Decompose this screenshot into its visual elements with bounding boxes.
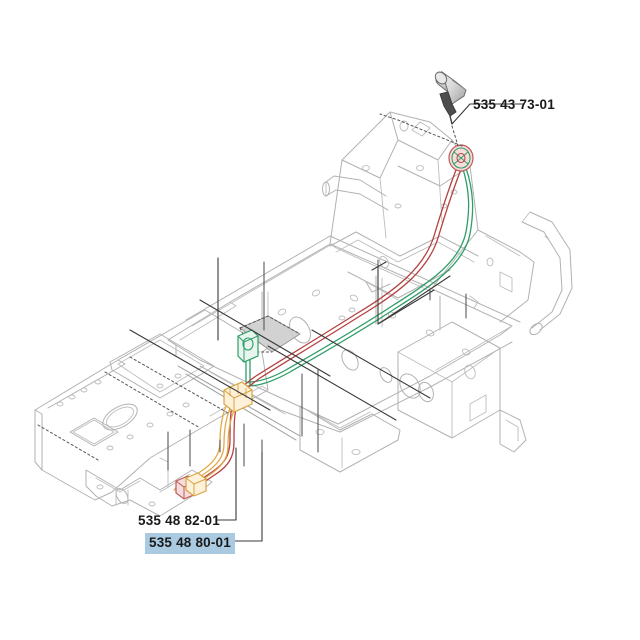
tan-connector-block xyxy=(223,381,253,413)
main-frame-rail xyxy=(167,235,527,473)
red-terminal-end xyxy=(175,472,207,500)
callout-part-number-535-48-80-01-highlighted[interactable]: 535 48 80-01 xyxy=(145,533,235,554)
round-junction-connector xyxy=(448,144,474,172)
leader-535488001 xyxy=(227,451,263,542)
diagonal-leaders xyxy=(129,257,451,421)
leader-535488201 xyxy=(215,447,237,521)
green-connector-block xyxy=(237,329,259,363)
left-rollbar-tube xyxy=(322,175,389,211)
leader-535437301 xyxy=(379,103,525,147)
red-harness xyxy=(185,169,461,493)
angled-socket-connector xyxy=(434,70,467,125)
callout-part-number-535-48-82-01[interactable]: 535 48 82-01 xyxy=(138,513,220,528)
mounting-bracket-plate xyxy=(239,315,301,353)
right-side-panel xyxy=(469,229,535,323)
chassis-floor-plate xyxy=(34,309,269,501)
right-rollbar-tube xyxy=(521,211,573,336)
seat-support-frame xyxy=(329,111,479,321)
callout-part-number-535-43-73-01[interactable]: 535 43 73-01 xyxy=(473,97,555,112)
